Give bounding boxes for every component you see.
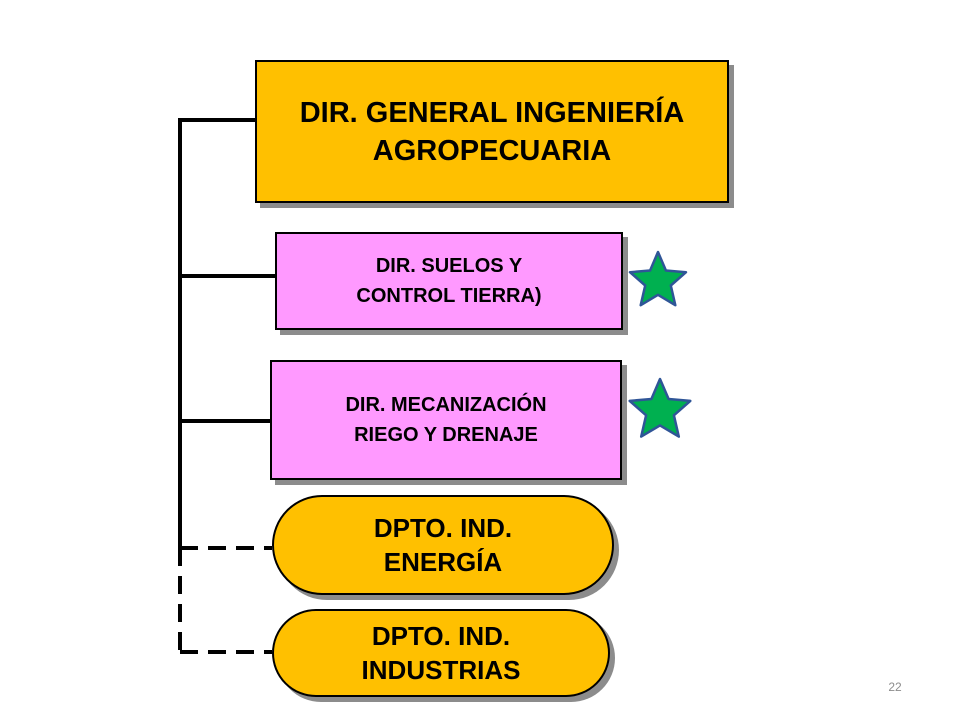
box-label-line: DIR. MECANIZACIÓN [345, 394, 547, 416]
page-number: 22 [888, 680, 902, 694]
dir-general-box: DIR. GENERAL INGENIERÍA AGROPECUARIA [255, 60, 729, 203]
box-label-line: INDUSTRIAS [361, 655, 521, 685]
box-label-line: CONTROL TIERRA) [356, 285, 542, 307]
dpto-industrias-box: DPTO. IND. INDUSTRIAS [272, 609, 610, 697]
dpto-energia-box: DPTO. IND. ENERGÍA [272, 495, 614, 595]
box-label-line: RIEGO Y DRENAJE [354, 424, 538, 446]
star-icon [628, 377, 692, 438]
box-label-line: DPTO. IND. [371, 621, 511, 651]
box-label-line: DPTO. IND. [373, 513, 513, 543]
box-label-line: DIR. GENERAL INGENIERÍA [299, 96, 685, 129]
dir-mecanizacion-box: DIR. MECANIZACIÓN RIEGO Y DRENAJE [270, 360, 622, 480]
box-label-line: AGROPECUARIA [372, 134, 612, 167]
star-icon [628, 250, 688, 307]
box-label-line: ENERGÍA [383, 547, 503, 577]
box-label-line: DIR. SUELOS Y [375, 255, 523, 277]
dir-suelos-box: DIR. SUELOS Y CONTROL TIERRA) [275, 232, 623, 330]
